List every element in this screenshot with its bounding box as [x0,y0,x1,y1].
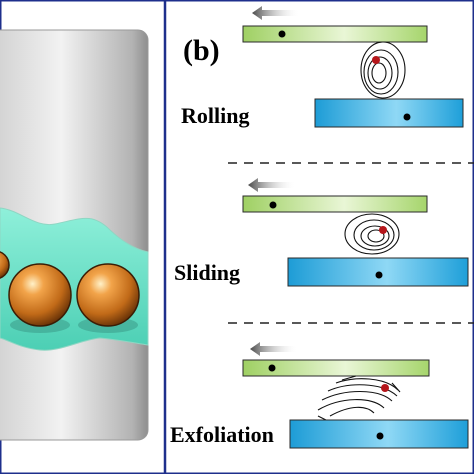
plate-center-dot [403,113,411,121]
panel-label: (b) [183,34,220,67]
exfoliation-label: Exfoliation [170,422,274,447]
tracking-point [379,226,387,234]
plate-center-dot [269,201,277,209]
exfoliation-group [242,342,469,449]
top-plate [242,195,428,213]
plate-center-dot [376,432,384,440]
plate-center-dot [375,271,383,279]
sliding-label: Sliding [174,260,241,285]
plate-center-dot [278,30,286,38]
sphere-particle [0,251,10,279]
sliding-particle-icon [344,213,400,255]
exfoliating-particle-icon [317,375,401,421]
bottom-plate [314,98,464,128]
tracking-point [381,384,389,392]
motion-arrow-icon [250,342,298,356]
top-plate [242,359,430,377]
motion-arrow-icon [252,6,300,20]
rolling-label: Rolling [181,103,250,128]
rolling-particle-icon [360,41,406,99]
sphere-particle [76,263,140,327]
sphere-particle [8,263,72,327]
plate-center-dot [268,364,276,372]
motion-arrow-icon [248,178,296,192]
tracking-point [372,56,380,64]
sliding-group [242,178,469,287]
panel-a [0,29,149,441]
rolling-group [242,6,464,128]
top-plate [242,25,428,43]
